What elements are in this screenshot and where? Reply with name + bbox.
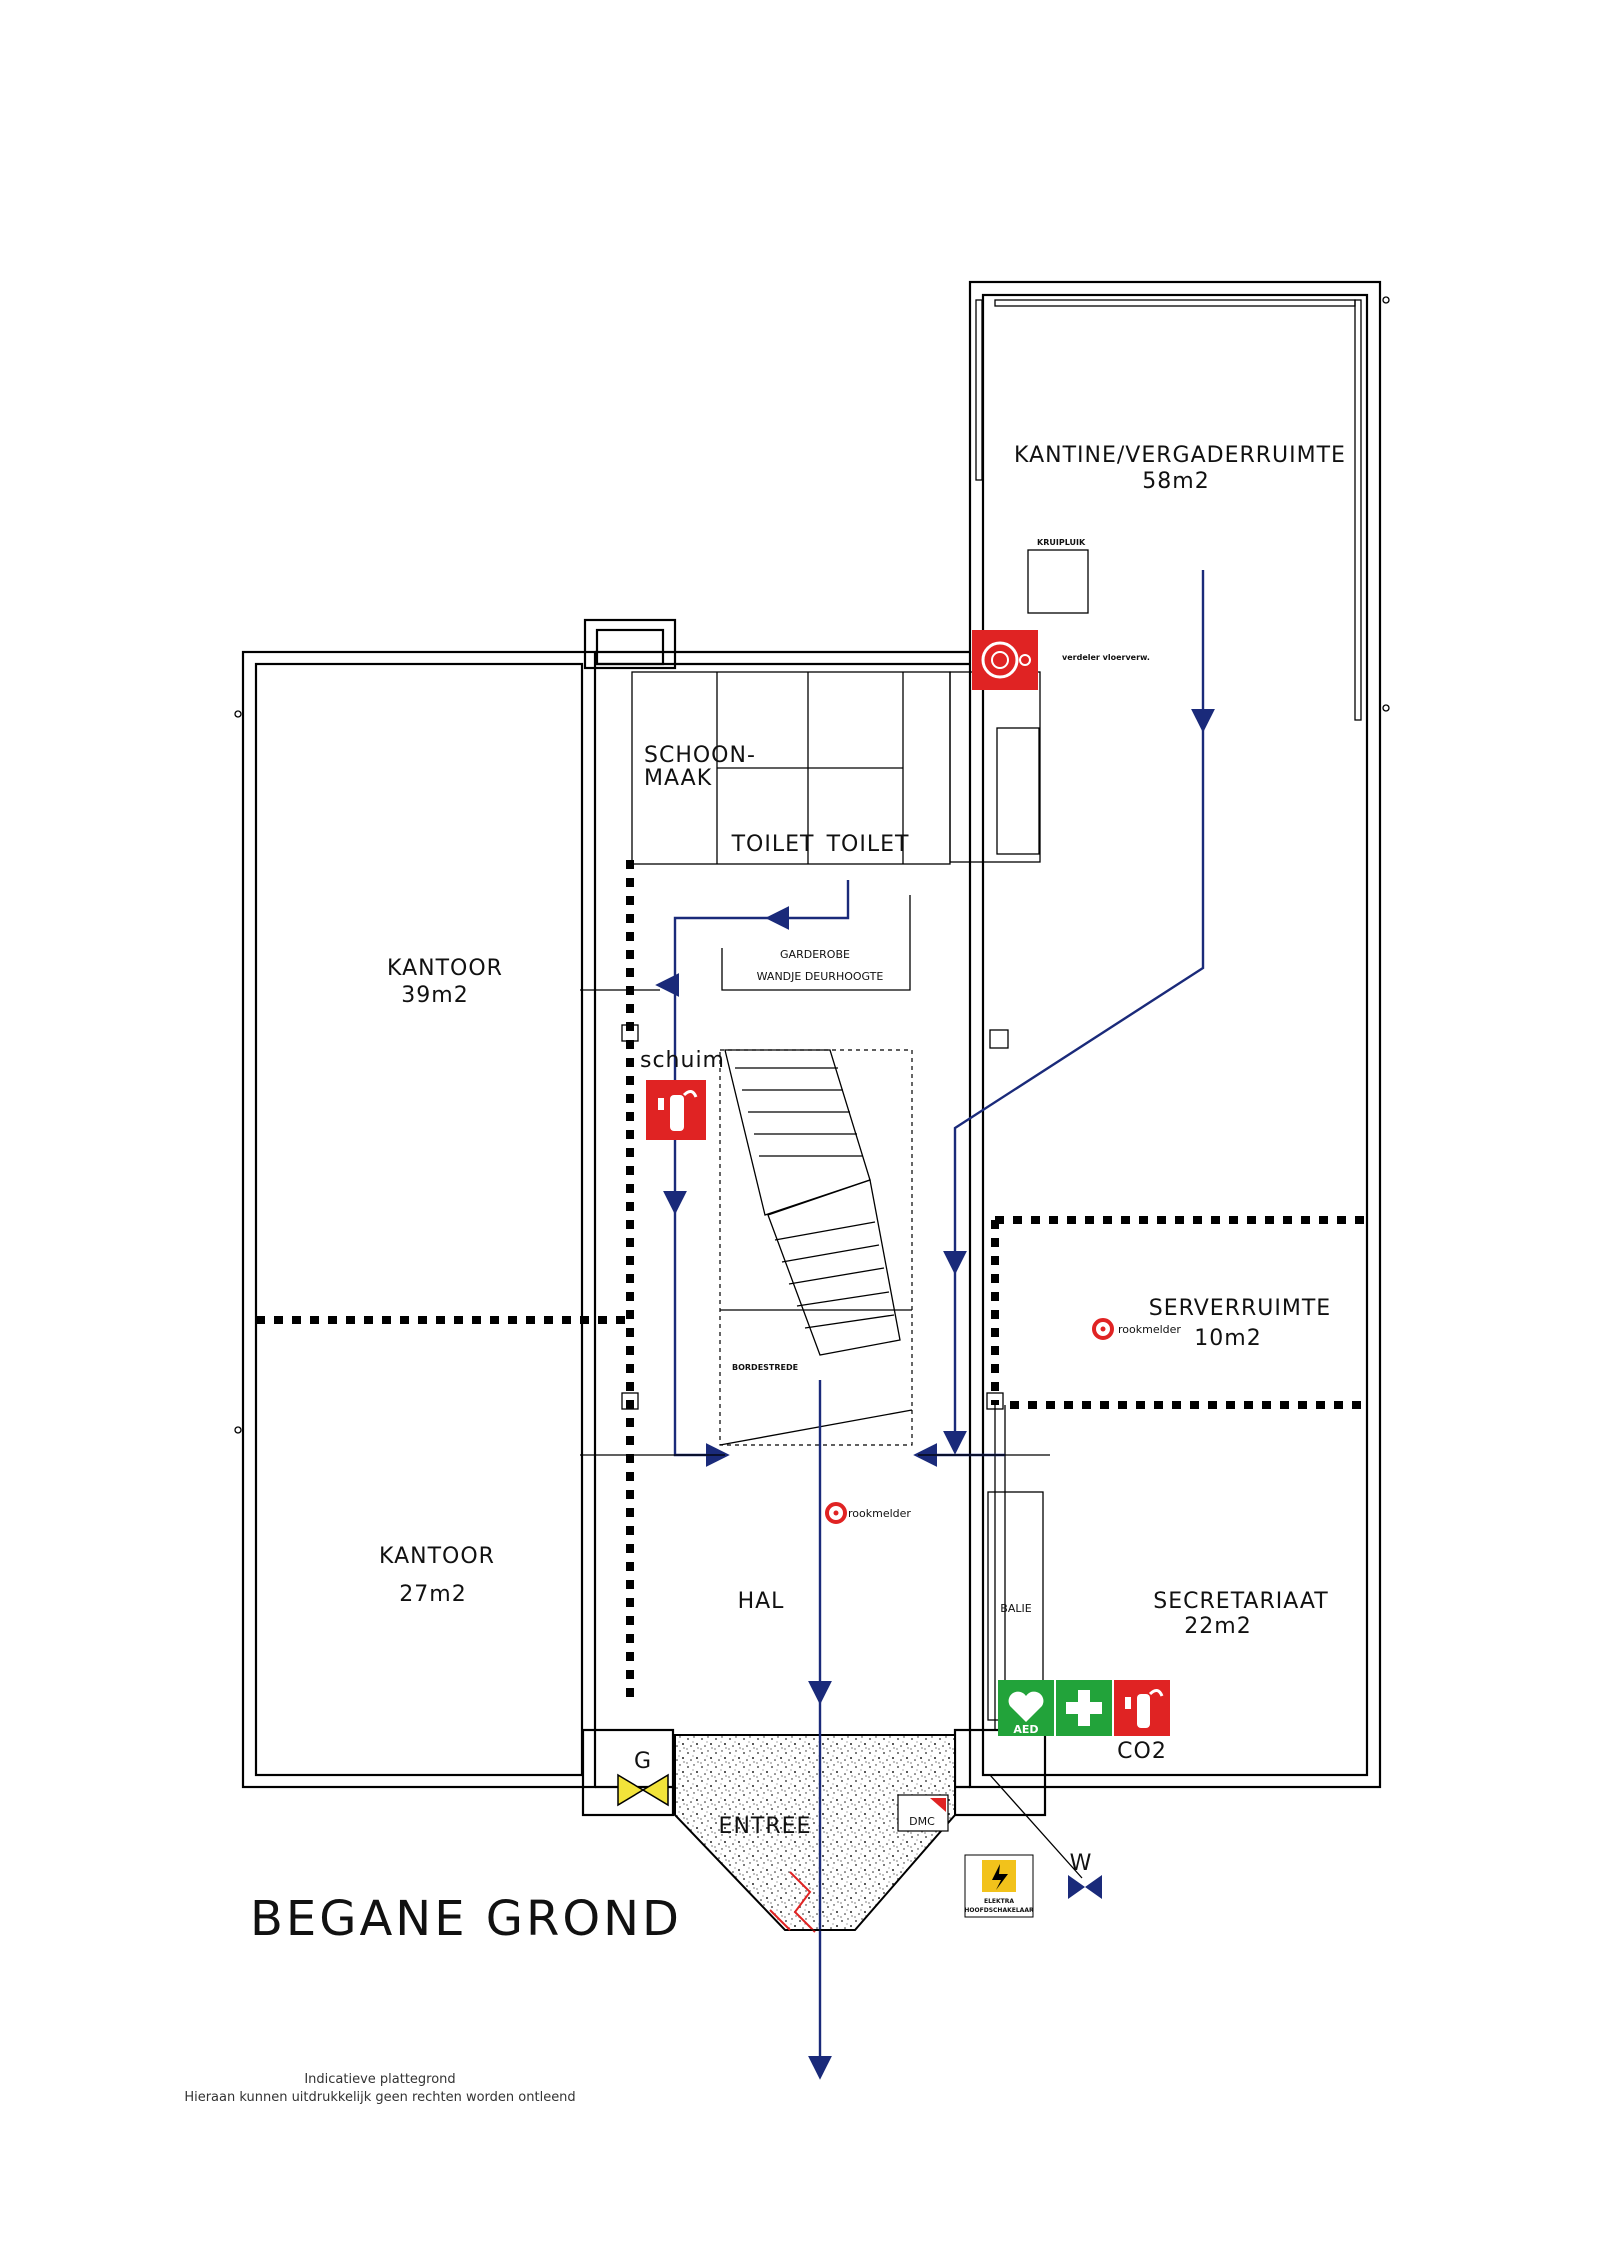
balie-label: BALIE bbox=[1000, 1602, 1031, 1615]
wandje-label: WANDJE DEURHOOGTE bbox=[757, 970, 884, 983]
fire-extinguisher-icon bbox=[1114, 1680, 1170, 1736]
verdeler-label: verdeler vloerverw. bbox=[1062, 653, 1150, 662]
toilet2-name: TOILET bbox=[826, 832, 910, 857]
schuim-label: schuim bbox=[640, 1048, 725, 1073]
rookmelder-server-label: rookmelder bbox=[1118, 1323, 1181, 1336]
rookmelder-hal-label: rookmelder bbox=[848, 1507, 911, 1520]
kantine-name: KANTINE/VERGADERRUIMTE bbox=[1014, 443, 1346, 468]
server-area: 10m2 bbox=[1194, 1326, 1261, 1351]
bordestrede-label: BORDESTREDE bbox=[732, 1363, 798, 1372]
gas-label: G bbox=[634, 1749, 652, 1774]
gas-valve-icon bbox=[617, 1773, 669, 1807]
entrance-area bbox=[674, 1734, 956, 1931]
footer-line2: Hieraan kunnen uitdrukkelijk geen rechte… bbox=[184, 2090, 575, 2105]
garderobe-label: GARDEROBE bbox=[780, 948, 850, 961]
toilet1-name: TOILET bbox=[731, 832, 815, 857]
water-label: W bbox=[1070, 1851, 1093, 1876]
room-labels: KANTINE/VERGADERRUIMTE 58m2 KANTOOR 39m2… bbox=[379, 443, 1346, 1839]
aed-heart-icon: AED bbox=[998, 1680, 1054, 1736]
annotations: KRUIPLUIK verdeler vloerverw. GARDEROBE … bbox=[634, 538, 1181, 1876]
fire-extinguisher-icon bbox=[646, 1080, 706, 1140]
elektra-line1: ELEKTRA bbox=[984, 1898, 1014, 1905]
secretariaat-area: 22m2 bbox=[1184, 1614, 1251, 1639]
schoonmaak-line1: SCHOON- bbox=[644, 743, 756, 768]
elektra-line2: HOOFDSCHAKELAAR bbox=[964, 1907, 1034, 1914]
kantoor1-name: KANTOOR bbox=[387, 956, 503, 981]
smoke-detector-icon bbox=[825, 1502, 847, 1524]
schoonmaak-line2: MAAK bbox=[644, 766, 712, 791]
page-title: BEGANE GROND bbox=[250, 1891, 682, 1947]
secretariaat-name: SECRETARIAAT bbox=[1153, 1589, 1328, 1614]
water-valve-icon bbox=[989, 1774, 1102, 1899]
electric-main-switch-icon: ELEKTRA HOOFDSCHAKELAAR bbox=[964, 1854, 1034, 1918]
smoke-detector-icon bbox=[1092, 1318, 1114, 1340]
partitions bbox=[234, 296, 1390, 1817]
kantoor2-name: KANTOOR bbox=[379, 1544, 495, 1569]
kantine-area: 58m2 bbox=[1142, 469, 1209, 494]
entree-name: ENTREE bbox=[719, 1814, 812, 1839]
staircase bbox=[719, 1049, 913, 1446]
entrance-door bbox=[769, 1871, 855, 1933]
first-aid-cross-icon bbox=[1056, 1680, 1112, 1736]
kantoor1-area: 39m2 bbox=[401, 983, 468, 1008]
footer-line1: Indicatieve plattegrond bbox=[304, 2072, 455, 2087]
kruipluik-label: KRUIPLUIK bbox=[1037, 538, 1086, 547]
aed-label: AED bbox=[1013, 1723, 1038, 1736]
dmc-panel-icon: DMC bbox=[897, 1794, 949, 1832]
hal-name: HAL bbox=[738, 1589, 785, 1614]
server-name: SERVERRUIMTE bbox=[1149, 1296, 1331, 1321]
escape-routes bbox=[580, 570, 1215, 2080]
fire-hose-reel-icon bbox=[972, 630, 1038, 690]
co2-label: CO2 bbox=[1117, 1739, 1167, 1764]
kantoor2-area: 27m2 bbox=[399, 1582, 466, 1607]
dmc-label: DMC bbox=[909, 1815, 935, 1828]
